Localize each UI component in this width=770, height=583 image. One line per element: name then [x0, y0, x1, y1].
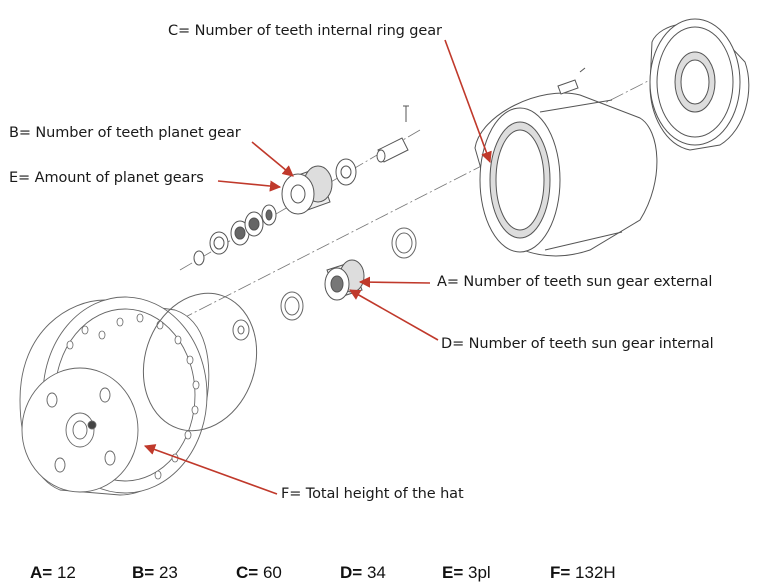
- hat-housing: [19, 296, 210, 496]
- label-d: D= Number of teeth sun gear internal: [441, 336, 714, 352]
- value-c: C= 60: [236, 563, 282, 582]
- planet-gear: [281, 165, 333, 215]
- value-b: B= 23: [132, 563, 178, 582]
- ring-gear: [474, 92, 658, 257]
- label-a: A= Number of teeth sun gear external: [437, 274, 713, 290]
- planet-washer-pin: [335, 105, 409, 186]
- label-c: C= Number of teeth internal ring gear: [168, 23, 442, 39]
- label-f: F= Total height of the hat: [281, 486, 464, 502]
- callout-arrows: [143, 39, 492, 495]
- arrow-a: [358, 276, 431, 288]
- sun-gear: [324, 259, 365, 301]
- arrow-d: [349, 289, 439, 341]
- output-flange: [649, 18, 750, 151]
- label-e: E= Amount of planet gears: [9, 170, 204, 186]
- arrow-b: [251, 141, 294, 177]
- o-ring: [142, 292, 258, 432]
- hat-flange-holes: [66, 313, 200, 480]
- arrow-c: [444, 39, 492, 164]
- arrow-e: [217, 180, 282, 192]
- label-b: B= Number of teeth planet gear: [9, 125, 241, 141]
- planet-bearings: [193, 204, 277, 266]
- value-d: D= 34: [340, 563, 386, 582]
- ring-key: [557, 67, 586, 95]
- washers-lower: [232, 227, 417, 341]
- value-f: F= 132H: [550, 563, 616, 582]
- value-e: E= 3pl: [442, 563, 491, 582]
- arrow-f: [143, 444, 278, 495]
- value-a: A= 12: [30, 563, 76, 582]
